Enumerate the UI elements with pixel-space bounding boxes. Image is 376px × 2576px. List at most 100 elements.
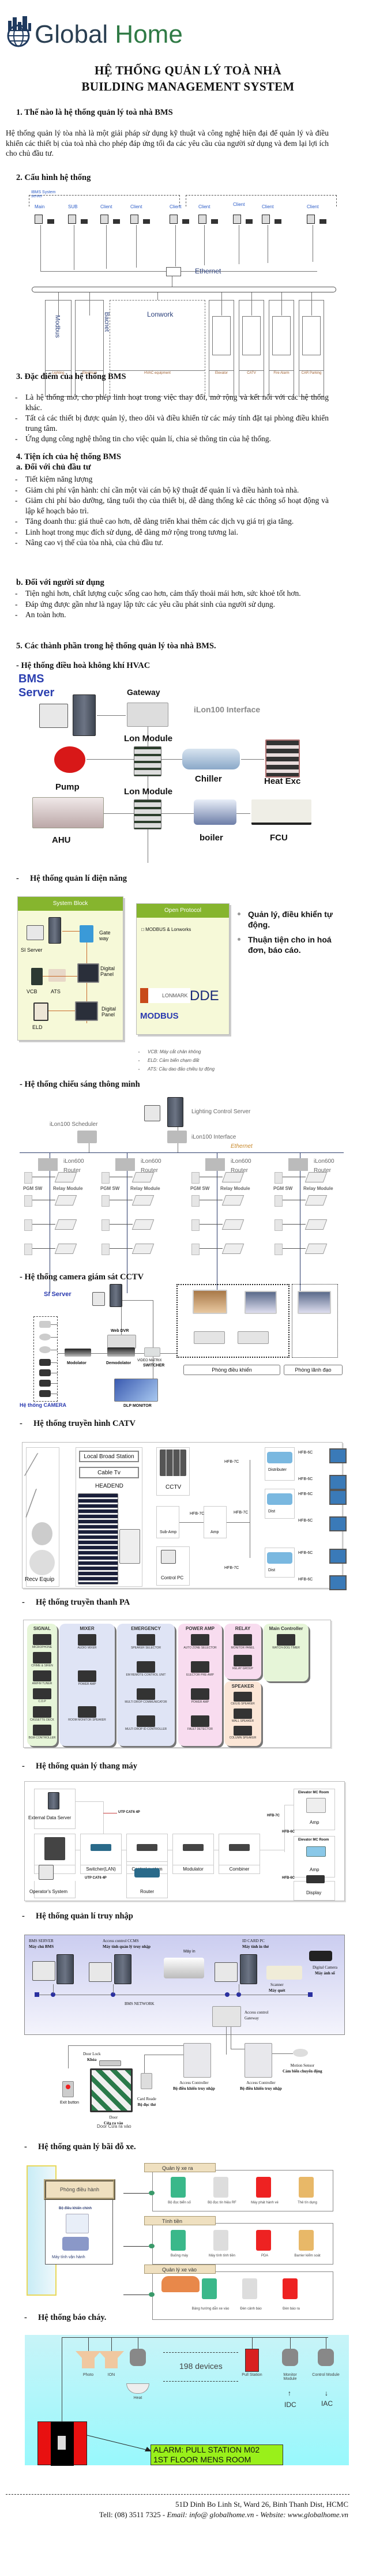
pull-station	[245, 2349, 259, 2372]
door-lock-label: Door Lock	[83, 2052, 101, 2056]
relay-module	[54, 1244, 77, 1254]
benefit-item: Thuận tiện cho in hoá đơn, báo cáo.	[238, 934, 341, 955]
link	[40, 225, 41, 271]
link	[51, 1337, 58, 1338]
section-4a-list: Tiết kiệm năng lượngGiảm chi phí vận hàn…	[0, 474, 329, 549]
footer-divider	[6, 2494, 349, 2495]
pump-label: Pump	[55, 782, 80, 792]
tv-icon	[329, 1490, 347, 1505]
bullet-icon	[138, 1069, 140, 1070]
subsystem-divider	[299, 370, 324, 371]
interface-label: iLon100 Interface	[191, 1134, 236, 1140]
parking-device	[283, 2278, 298, 2299]
lon-module-1	[134, 746, 161, 776]
fire-panel-keypad	[58, 2436, 66, 2450]
pa-item: AM/FM TUNER	[32, 1682, 52, 1685]
parking-item-label: Đèn cảnh báo	[240, 2307, 262, 2311]
server-monitor	[39, 704, 68, 728]
lighting-diagram: Lighting Control Server iLon100 Schedule…	[0, 1090, 376, 1293]
monitor-module	[282, 2349, 298, 2366]
parking-item-label: Đèn báo ra	[283, 2307, 300, 2311]
iac-label: IAC	[321, 2399, 333, 2408]
hfb6-label: HFB-6C	[298, 1451, 313, 1455]
network-node	[236, 1992, 241, 1997]
external-server-device	[48, 1792, 59, 1809]
link	[76, 1801, 103, 1802]
tv-icon	[329, 1575, 347, 1590]
link	[89, 292, 90, 316]
bms-server-tower	[57, 1954, 74, 1984]
footer-website[interactable]: Website: www.globalhome.vn	[260, 2510, 348, 2519]
parking-device	[171, 2230, 186, 2251]
pa-group-title: SIGNAL	[33, 1626, 51, 1631]
elevator-label: Modulator	[183, 1867, 204, 1872]
camera-label-vi: Máy ảnh số	[315, 1971, 335, 1976]
pa-device	[33, 1670, 51, 1681]
pa-item: CEILIG SPEAKER	[231, 1702, 255, 1706]
link	[161, 813, 194, 814]
workstation-icon	[100, 215, 108, 224]
pa-item: MULTI DROP ID CONTROLLER	[125, 1728, 167, 1731]
workstation-icon	[170, 215, 178, 224]
display-device	[306, 1875, 325, 1883]
pa-device	[234, 1692, 252, 1702]
open-protocol-panel: Open Protocol □ MODBUS & Lonworks LONMAR…	[136, 903, 230, 1035]
subsystem-label: Lighting	[52, 371, 65, 375]
pa-device	[137, 1715, 155, 1727]
relay-module	[54, 1219, 77, 1230]
vcb-label: VCB	[27, 989, 37, 994]
controller-label-vi-1: Bộ điều khiển truy nhập	[173, 2086, 215, 2091]
utp-label-2: UTP CAT6 4P	[85, 1876, 107, 1880]
si-server-label: SI Server	[21, 947, 43, 953]
pull-label: Pull Station	[242, 2373, 262, 2377]
pa-item: CASSETTE DECK	[30, 1718, 54, 1722]
elevator-device	[91, 1844, 111, 1851]
lighting-ethernet-label: Ethernet	[231, 1143, 253, 1150]
control-label: Control Module	[312, 2373, 340, 2377]
ahu-label: AHU	[52, 835, 71, 845]
relay-module	[131, 1244, 155, 1254]
parking-item-label: Bảng hướng dẫn xe vào	[191, 2307, 230, 2311]
footer-address: 51D Dinh Bo Linh St, Ward 26, Binh Thanh…	[175, 2500, 348, 2509]
network-node	[225, 1992, 230, 1997]
recv-equip-label: Recv Equip	[25, 1576, 55, 1583]
pa-device	[191, 1688, 209, 1700]
pa-device	[234, 1725, 252, 1736]
heat-module	[130, 2349, 146, 2366]
si-server-tower	[48, 917, 61, 944]
brand-name: Global Home	[35, 22, 183, 47]
ahu-device	[32, 797, 104, 828]
devices-count: 198 devices	[179, 2361, 223, 2371]
ats-device	[48, 969, 66, 982]
parking-diagram: Phòng điều hành Bộ điều khiển chính Máy …	[0, 2163, 376, 2320]
camera-icon	[39, 1369, 51, 1376]
pa-group-title: SPEAKER	[231, 1684, 254, 1689]
link	[123, 2193, 149, 2194]
access-controller-1	[183, 2043, 211, 2078]
motion-title: Motion Sensor Cảm biến chuyển động	[283, 2063, 322, 2074]
lighting-heading: - Hệ thống chiếu sáng thông minh	[20, 1080, 140, 1089]
parking-panel-title-in: Quản lý xe vào	[144, 2265, 216, 2274]
digital-camera-device	[309, 1951, 332, 1961]
photo-label: Photo	[82, 2373, 94, 2377]
station-label: SUB	[68, 204, 78, 209]
parking-item-label: Bộ đọc biển số	[168, 2201, 191, 2205]
tv-icon	[329, 1549, 347, 1564]
dashed-line-bottom	[163, 2381, 238, 2382]
footer-email[interactable]: Email: info@ globalhome.vn	[167, 2510, 254, 2519]
router-device	[134, 1868, 160, 1877]
idcard-tower	[240, 1954, 257, 1984]
ethernet-switch	[166, 267, 181, 276]
pa-device	[191, 1715, 209, 1727]
hfb6-label: HFB-6C	[298, 1477, 313, 1481]
main-controller-device	[66, 2214, 89, 2233]
network-terminator	[35, 1992, 39, 1997]
list-item: Đáp ứng được gần như là ngay lập tức các…	[0, 599, 329, 610]
bms-server-monitor	[32, 1961, 55, 1981]
card-reader-device	[141, 2073, 152, 2089]
parking-device	[213, 2177, 228, 2198]
pa-item: WALL SPEAKER	[231, 1719, 254, 1723]
alarm-message: ALARM: PULL STATION M02 1ST FLOOR MENS R…	[151, 2444, 283, 2465]
parking-device	[299, 2177, 314, 2198]
